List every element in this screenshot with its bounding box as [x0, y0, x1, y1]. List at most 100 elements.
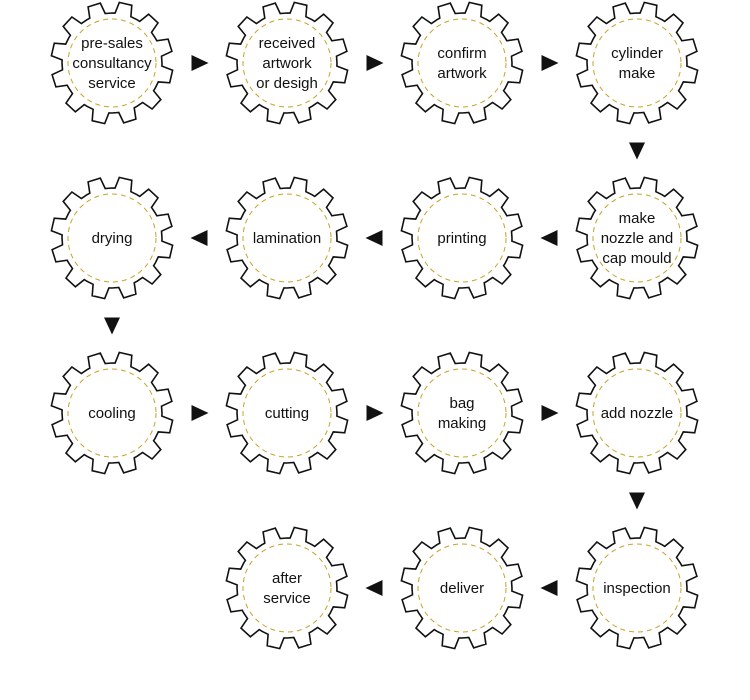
gear-step-13: inspection: [575, 526, 699, 650]
step-label: drying: [92, 230, 133, 247]
step-label-line: nozzle and: [601, 230, 674, 247]
step-label-line: printing: [437, 230, 486, 247]
step-label-line: service: [88, 75, 136, 92]
arrow-left-icon: [365, 230, 383, 246]
step-label-line: making: [438, 415, 486, 432]
step-label: deliver: [440, 580, 484, 597]
step-label-line: add nozzle: [601, 405, 674, 422]
gear-inner-ring: [592, 18, 682, 108]
gear-step-4: cylinder make: [575, 1, 699, 125]
gear-step-3: confirm artwork: [400, 1, 524, 125]
step-label-line: cutting: [265, 405, 309, 422]
gear-inner-ring: [417, 193, 507, 283]
step-label-line: cap mould: [602, 250, 671, 267]
gear-icon: [400, 176, 524, 300]
arrow-right-icon: [366, 55, 384, 71]
step-label-line: drying: [92, 230, 133, 247]
gear-inner-ring: [67, 193, 157, 283]
arrow-right-icon: [541, 405, 559, 421]
step-label-line: after: [272, 570, 302, 587]
gear-inner-ring: [242, 193, 332, 283]
arrow-left-icon: [540, 580, 558, 596]
gear-inner-ring: [242, 18, 332, 108]
arrows-layer: [104, 55, 645, 596]
gear-inner-ring: [67, 18, 157, 108]
gear-step-9: cooling: [50, 351, 174, 475]
gear-icon: [400, 1, 524, 125]
step-label: cooling: [88, 405, 136, 422]
step-label: printing: [437, 230, 486, 247]
step-label: lamination: [253, 230, 321, 247]
step-label-line: cooling: [88, 405, 136, 422]
gear-icon: [225, 176, 349, 300]
step-label: make nozzle and cap mould: [601, 210, 674, 267]
gear-step-10: cutting: [225, 351, 349, 475]
step-label: after service: [263, 570, 311, 607]
gear-inner-ring: [417, 368, 507, 458]
arrow-down-icon: [104, 317, 120, 335]
step-label-line: artwork: [437, 65, 487, 82]
step-label: bag making: [438, 395, 486, 432]
gear-icon: [575, 526, 699, 650]
gear-icon: [225, 526, 349, 650]
step-label: pre-sales consultancy service: [72, 35, 152, 92]
step-label-line: consultancy: [72, 55, 152, 72]
step-label-line: make: [619, 65, 656, 82]
step-label: inspection: [603, 580, 671, 597]
arrow-right-icon: [541, 55, 559, 71]
arrow-left-icon: [540, 230, 558, 246]
gear-icon: [225, 1, 349, 125]
gear-step-15: after service: [225, 526, 349, 650]
step-label-line: make: [619, 210, 656, 227]
arrow-left-icon: [190, 230, 208, 246]
gear-step-14: deliver: [400, 526, 524, 650]
gear-inner-ring: [592, 193, 682, 283]
step-label-line: cylinder: [611, 45, 663, 62]
gear-step-5: make nozzle and cap mould: [575, 176, 699, 300]
gear-inner-ring: [242, 368, 332, 458]
step-label-line: bag: [449, 395, 474, 412]
arrow-right-icon: [366, 405, 384, 421]
gear-step-11: bag making: [400, 351, 524, 475]
step-label: cylinder make: [611, 45, 663, 82]
gear-icon: [50, 176, 174, 300]
step-label: confirm artwork: [437, 45, 487, 82]
gear-inner-ring: [592, 543, 682, 633]
gear-step-6: printing: [400, 176, 524, 300]
arrow-down-icon: [629, 142, 645, 160]
gear-icon: [575, 351, 699, 475]
step-label: add nozzle: [601, 405, 674, 422]
gear-step-7: lamination: [225, 176, 349, 300]
gear-icon: [50, 1, 174, 125]
step-label-line: or desigh: [256, 75, 318, 92]
gear-icon: [50, 351, 174, 475]
step-label-line: inspection: [603, 580, 671, 597]
gear-inner-ring: [417, 18, 507, 108]
gear-icon: [575, 176, 699, 300]
gear-step-1: pre-sales consultancy service: [50, 1, 174, 125]
step-label-line: confirm: [437, 45, 486, 62]
gear-inner-ring: [67, 368, 157, 458]
arrow-down-icon: [629, 492, 645, 510]
step-label-line: deliver: [440, 580, 484, 597]
gear-inner-ring: [242, 543, 332, 633]
arrow-right-icon: [191, 405, 209, 421]
step-label-line: pre-sales: [81, 35, 143, 52]
gear-icon: [575, 1, 699, 125]
gear-icon: [225, 351, 349, 475]
step-label-line: service: [263, 590, 311, 607]
gear-inner-ring: [417, 543, 507, 633]
gear-icon: [400, 351, 524, 475]
step-label-line: received: [259, 35, 316, 52]
step-label: cutting: [265, 405, 309, 422]
step-label-line: lamination: [253, 230, 321, 247]
gear-step-8: drying: [50, 176, 174, 300]
gear-inner-ring: [592, 368, 682, 458]
arrow-right-icon: [191, 55, 209, 71]
gear-icon: [400, 526, 524, 650]
arrow-left-icon: [365, 580, 383, 596]
gear-step-12: add nozzle: [575, 351, 699, 475]
